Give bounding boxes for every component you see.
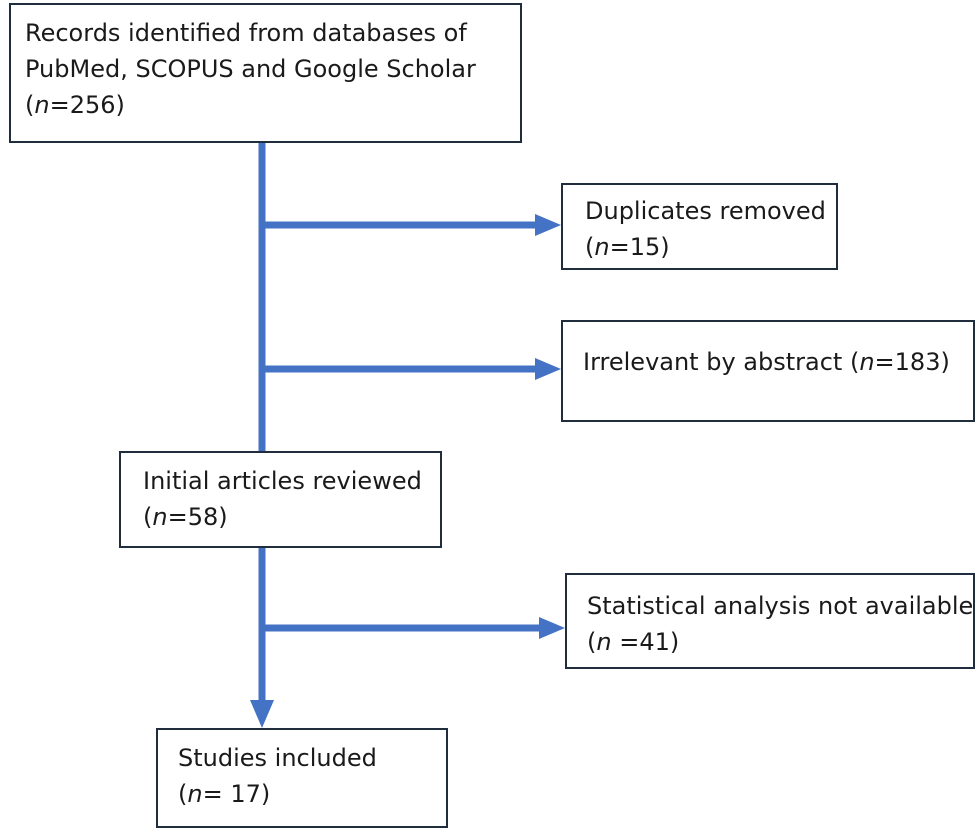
duplicates-count-open: (	[585, 233, 595, 261]
duplicates-count-value: =15)	[609, 233, 670, 261]
statistical-count-open: (	[587, 628, 597, 656]
initial-articles-reviewed-box: Initial articles reviewed (n=58)	[119, 451, 442, 548]
initial-articles-label: Initial articles reviewed	[143, 467, 422, 495]
records-count-value: =256)	[49, 91, 125, 119]
arrowhead-included	[250, 700, 274, 728]
studies-included-box: Studies included (n= 17)	[156, 728, 448, 828]
duplicates-removed-box: Duplicates removed (n=15)	[561, 183, 838, 270]
irrelevant-count-variable: n	[859, 348, 875, 376]
records-identified-count: (n=256)	[25, 87, 520, 123]
records-count-variable: n	[34, 91, 50, 119]
included-count-open: (	[178, 780, 188, 808]
included-count-value: = 17)	[202, 780, 271, 808]
initial-count-variable: n	[152, 503, 168, 531]
records-identified-line-1: Records identified from databases of	[25, 19, 467, 47]
records-count-open: (	[25, 91, 35, 119]
duplicates-count-variable: n	[594, 233, 610, 261]
studies-included-label: Studies included	[178, 744, 377, 772]
irrelevant-by-abstract-label: Irrelevant by abstract (n=183)	[583, 344, 973, 380]
duplicates-removed-label: Duplicates removed	[585, 197, 826, 225]
records-identified-line-2: PubMed, SCOPUS and Google Scholar	[25, 55, 476, 83]
statistical-analysis-not-available-box: Statistical analysis not available (n =4…	[565, 573, 975, 669]
initial-count-value: =58)	[167, 503, 228, 531]
statistical-analysis-label: Statistical analysis not available	[587, 592, 974, 620]
arrowhead-duplicates	[535, 214, 561, 236]
irrelevant-label-text: Irrelevant by abstract (	[583, 348, 860, 376]
initial-articles-count: (n=58)	[143, 499, 440, 535]
statistical-count-variable: n	[596, 628, 612, 656]
records-identified-box: Records identified from databases of Pub…	[9, 3, 522, 143]
irrelevant-count-value: =183)	[874, 348, 950, 376]
included-count-variable: n	[187, 780, 203, 808]
connector-lines	[250, 143, 565, 728]
duplicates-removed-count: (n=15)	[585, 229, 836, 265]
statistical-count-value: =41)	[611, 628, 680, 656]
arrowhead-irrelevant	[535, 358, 561, 380]
studies-included-count: (n= 17)	[178, 776, 446, 812]
irrelevant-by-abstract-box: Irrelevant by abstract (n=183)	[561, 320, 975, 422]
arrowhead-statistical	[539, 617, 565, 639]
statistical-analysis-count: (n =41)	[587, 624, 973, 660]
initial-count-open: (	[143, 503, 153, 531]
